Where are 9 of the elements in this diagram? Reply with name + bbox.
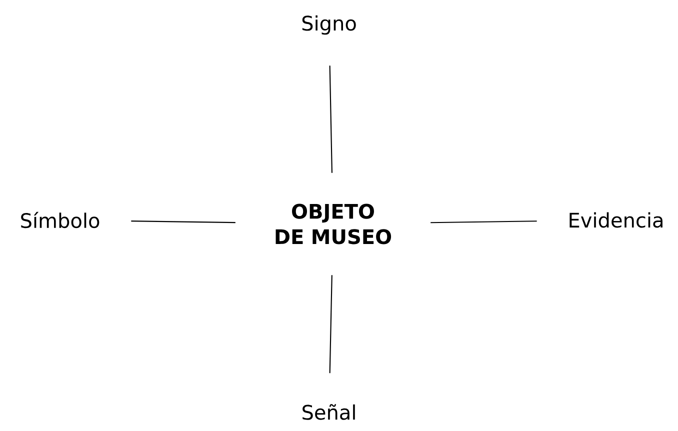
concept-label: Signo — [302, 15, 356, 35]
concept-label: Evidencia — [570, 212, 662, 228]
concept-label: Símbolo — [21, 212, 100, 228]
connector-line — [329, 66, 332, 173]
concept-label: Señal — [302, 404, 355, 420]
connector-line — [430, 220, 537, 224]
connector-line — [329, 275, 332, 374]
center-label: OBJETO DE MUSEO — [276, 204, 392, 244]
connector-line — [131, 220, 236, 224]
